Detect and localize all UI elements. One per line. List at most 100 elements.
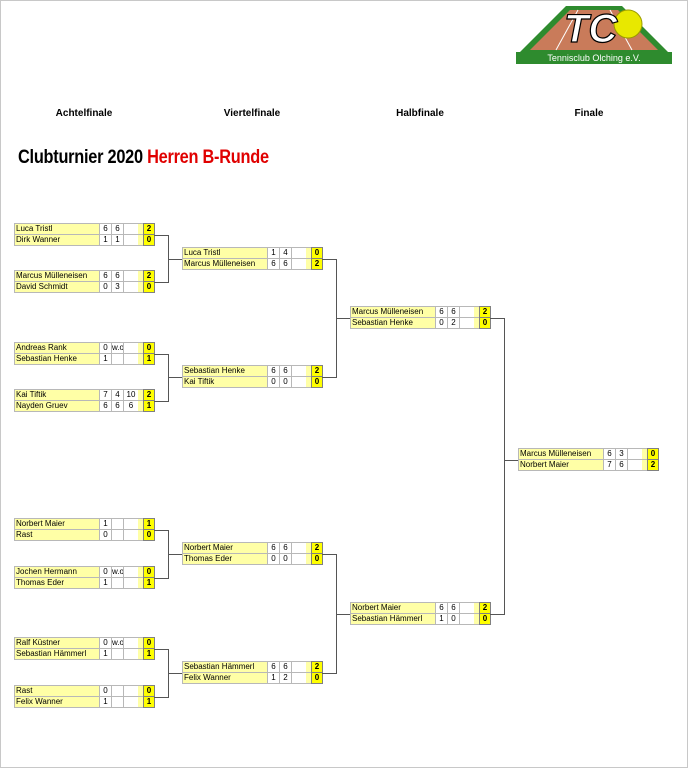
set-score: 1	[435, 614, 447, 624]
set-score: 2	[279, 673, 291, 683]
player-name: Norbert Maier	[16, 519, 65, 528]
club-name: Tennisclub Olching e.V.	[516, 52, 672, 64]
set-score: 0	[99, 567, 111, 577]
player-name: Norbert Maier	[520, 460, 569, 469]
sets-won: 2	[647, 459, 659, 471]
player-name: Felix Wanner	[184, 673, 231, 682]
sets-won: 1	[143, 353, 155, 365]
player-row: Sebastian Henke 1 1	[14, 353, 155, 365]
player-name: Felix Wanner	[16, 697, 63, 706]
set-score	[123, 638, 138, 648]
sets-won: 0	[479, 317, 491, 329]
set-score	[123, 567, 138, 577]
set-score: 1	[99, 354, 111, 364]
player-name: Ralf Küstner	[16, 638, 61, 647]
sets-won: 0	[143, 234, 155, 246]
player-name: Marcus Mülleneisen	[16, 271, 88, 280]
bracket-line	[336, 614, 350, 615]
set-score: 6	[615, 460, 627, 470]
bracket-line	[490, 614, 504, 615]
set-score	[111, 686, 123, 696]
player-name: Kai Tiftik	[184, 377, 215, 386]
set-score: 4	[111, 390, 123, 400]
set-score: 1	[99, 235, 111, 245]
set-score: 6	[99, 224, 111, 234]
round-label-4: Finale	[574, 108, 604, 119]
bracket-line	[504, 460, 518, 461]
set-score	[111, 649, 123, 659]
set-score: 6	[279, 543, 291, 553]
set-score	[291, 673, 306, 683]
bracket-line	[154, 530, 168, 531]
set-score	[459, 614, 474, 624]
set-score: w.o.	[111, 638, 127, 648]
set-score	[459, 603, 474, 613]
set-score: 7	[603, 460, 615, 470]
set-score: 6	[435, 603, 447, 613]
sets-won: 2	[143, 389, 155, 401]
sets-won: 0	[143, 529, 155, 541]
player-name: Kai Tiftik	[16, 390, 47, 399]
set-score	[291, 543, 306, 553]
page-title: Clubturnier 2020 Herren B-Runde	[18, 147, 269, 169]
set-score: 6	[447, 603, 459, 613]
player-name: Andreas Rank	[16, 343, 67, 352]
bracket-line	[154, 235, 168, 236]
player-name: Sebastian Hämmerl	[352, 614, 423, 623]
title-category: Herren B-Runde	[147, 147, 269, 168]
player-name: Sebastian Henke	[184, 366, 245, 375]
set-score	[291, 366, 306, 376]
set-score: 10	[123, 390, 138, 400]
round-label-3: Halbfinale	[396, 108, 444, 119]
bracket-line	[154, 282, 168, 283]
set-score: 0	[99, 282, 111, 292]
set-score: 6	[267, 366, 279, 376]
bracket-line	[504, 318, 505, 615]
set-score: w.o.	[111, 343, 127, 353]
player-name: Marcus Mülleneisen	[352, 307, 424, 316]
bracket-line	[154, 697, 168, 698]
set-score: 6	[111, 271, 123, 281]
sets-won: 0	[311, 376, 323, 388]
set-score: 4	[279, 248, 291, 258]
sets-won: 0	[311, 672, 323, 684]
player-name: Rast	[16, 530, 33, 539]
bracket-line	[168, 554, 182, 555]
set-score	[123, 282, 138, 292]
player-name: Marcus Mülleneisen	[184, 259, 256, 268]
set-score	[123, 343, 138, 353]
set-score: 1	[111, 235, 123, 245]
set-score: 3	[111, 282, 123, 292]
player-name: Sebastian Hämmerl	[184, 662, 255, 671]
set-score: 0	[99, 343, 111, 353]
player-name: Norbert Maier	[184, 543, 233, 552]
set-score: 1	[99, 649, 111, 659]
set-score: 1	[267, 673, 279, 683]
player-name: Thomas Eder	[16, 578, 65, 587]
player-name: Sebastian Henke	[16, 354, 77, 363]
bracket-line	[154, 354, 168, 355]
player-name: David Schmidt	[16, 282, 68, 291]
player-name: Marcus Mülleneisen	[520, 449, 592, 458]
set-score	[123, 519, 138, 529]
sets-won: 1	[143, 577, 155, 589]
